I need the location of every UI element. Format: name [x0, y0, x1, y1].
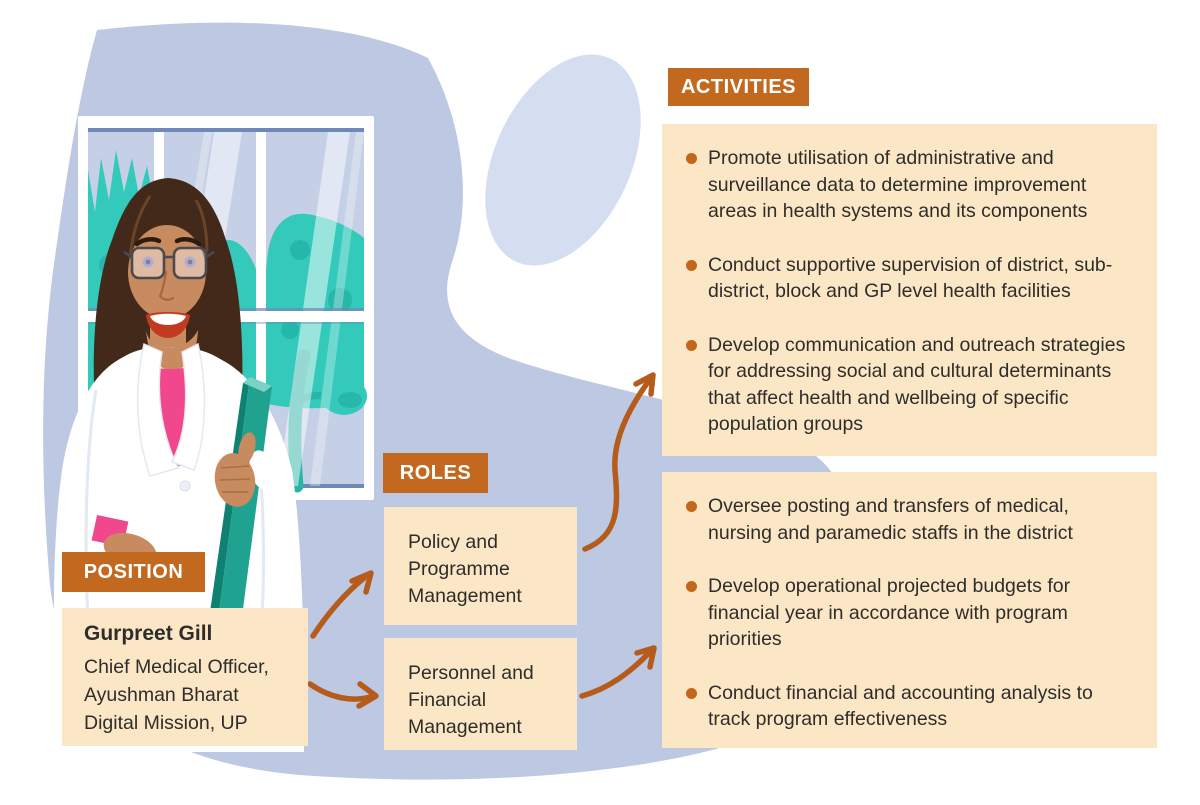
activities-card-1: Promote utilisation of administrative an… [662, 124, 1157, 456]
activity-text: Develop operational projected budgets fo… [708, 575, 1071, 650]
eye-right-pupil [187, 259, 193, 265]
roles-header-label: ROLES [399, 461, 472, 484]
eyebrow-right [174, 237, 202, 247]
activity-item: Develop communication and outreach strat… [686, 332, 1127, 438]
arrow-role1-to-activities-1-head [633, 372, 656, 397]
activity-text: Develop communication and outreach strat… [708, 333, 1126, 436]
finger-lines [219, 465, 251, 493]
activity-text: Promote utilisation of administrative an… [708, 147, 1088, 222]
arrow-position-to-role-1-head [349, 570, 374, 595]
glasses-lens-left [130, 246, 166, 280]
roles-header: ROLES [383, 453, 488, 493]
bullet-icon [686, 581, 697, 592]
doctor-hair-front [126, 184, 210, 268]
position-name: Gurpreet Gill [84, 622, 213, 645]
arrow-position-to-role-2-head [356, 681, 379, 709]
doctor-thumb [238, 432, 256, 464]
hair-highlight [194, 199, 209, 253]
coat-button [179, 480, 191, 492]
arrow-position-to-role-2 [307, 681, 373, 702]
flow-arrows [307, 372, 657, 709]
arrow-position-to-role-1 [310, 575, 367, 639]
bullet-icon [686, 501, 697, 512]
eyebrow-left [134, 237, 162, 247]
activity-text: Conduct financial and accounting analysi… [708, 681, 1093, 731]
activity-item: Promote utilisation of administrative an… [686, 145, 1127, 225]
role-card-policy: Policy and Programme Management [384, 507, 577, 625]
position-title-line-2: Ayushman Bharat [84, 684, 239, 706]
activity-item: Develop operational projected budgets fo… [686, 573, 1127, 653]
role-label: Personnel and Financial Management [408, 662, 534, 738]
activity-item: Conduct supportive supervision of distri… [686, 252, 1127, 305]
arrow-role1-to-activities-1 [582, 379, 651, 552]
doctor-cuff-right [249, 450, 275, 490]
position-title-line-1: Chief Medical Officer, [84, 656, 269, 678]
tree-leaf-spot [290, 240, 310, 260]
glasses-lens-right [172, 246, 208, 280]
position-header: POSITION [62, 552, 205, 592]
role-label: Policy and Programme Management [408, 531, 522, 607]
clipboard-top-bevel [243, 377, 272, 392]
tree-leaf-spot [328, 288, 352, 312]
activities-card-2: Oversee posting and transfers of medical… [662, 472, 1157, 748]
role-card-personnel: Personnel and Financial Management [384, 638, 577, 750]
activity-text: Conduct supportive supervision of distri… [708, 253, 1113, 303]
position-header-label: POSITION [83, 560, 184, 583]
activity-item: Oversee posting and transfers of medical… [686, 493, 1127, 546]
eye-left-pupil [145, 259, 151, 265]
activity-item: Conduct financial and accounting analysi… [686, 680, 1127, 733]
arrow-role2-to-activities-2 [579, 651, 651, 699]
bullet-icon [686, 259, 697, 271]
doctor-head [123, 184, 215, 338]
activities-header-label: ACTIVITIES [680, 75, 796, 98]
activity-text: Oversee posting and transfers of medical… [708, 495, 1073, 544]
window-top-rail [88, 128, 364, 132]
teeth [150, 313, 186, 325]
glasses [123, 246, 215, 280]
hair-highlight [128, 195, 152, 259]
coat-lapel-left [137, 342, 180, 477]
coat-lapel-right [170, 342, 206, 471]
bullet-icon [686, 339, 697, 351]
bullet-icon [686, 687, 697, 699]
position-card: Gurpreet Gill Chief Medical Officer, Ayu… [62, 608, 308, 746]
blob-light-ellipse [485, 54, 641, 266]
tree-leaf-spot [338, 392, 362, 408]
activities-header: ACTIVITIES [668, 68, 809, 106]
arrow-role2-to-activities-2-head [634, 645, 657, 670]
glasses-bridge [123, 250, 215, 259]
bullet-icon [686, 153, 697, 164]
position-title-line-3: Digital Mission, UP [84, 712, 248, 734]
nose [158, 270, 175, 301]
tree-leaf-spot [281, 321, 299, 339]
